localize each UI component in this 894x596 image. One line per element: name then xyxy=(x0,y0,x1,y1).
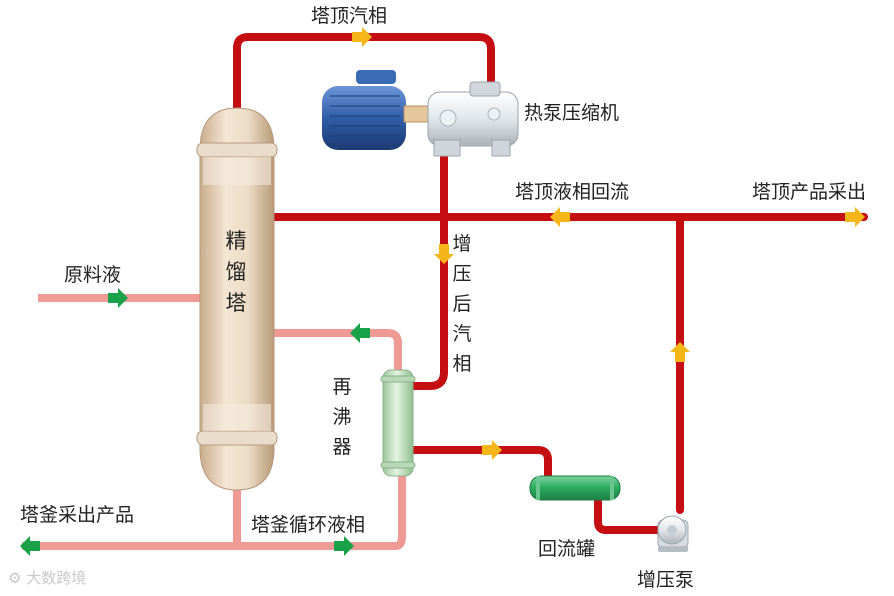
label-top-liquid-reflux: 塔顶液相回流 xyxy=(515,181,630,203)
pipe-reboiler-return xyxy=(272,329,402,372)
label-booster-pump: 增压泵 xyxy=(637,569,695,591)
arrow-left-icon xyxy=(550,207,570,227)
arrow-left-icon xyxy=(350,323,370,343)
watermark-logo-icon: ⚙ xyxy=(8,569,27,587)
label-reflux-tank: 回流罐 xyxy=(538,538,596,560)
label-bottom-recycle: 塔釜循环液相 xyxy=(251,514,366,536)
arrow-down-icon xyxy=(434,244,454,264)
pipe-tank-to-pump xyxy=(594,494,670,534)
arrow-right-icon xyxy=(845,207,865,227)
booster-pump xyxy=(657,515,689,552)
pipe-bottom-product xyxy=(22,476,406,550)
arrow-right-icon xyxy=(482,440,502,460)
arrow-right-icon xyxy=(352,27,372,47)
label-feed: 原料液 xyxy=(64,264,122,286)
arrow-left-icon xyxy=(20,536,40,556)
arrow-up-icon xyxy=(670,342,690,362)
reflux-tank xyxy=(529,475,621,501)
heat-pump-compressor xyxy=(322,70,519,157)
label-compressor: 热泵压缩机 xyxy=(524,102,620,124)
label-bottom-product: 塔釜采出产品 xyxy=(20,504,135,526)
watermark: ⚙ 大数跨境 xyxy=(8,569,87,587)
flow-arrows xyxy=(20,27,865,556)
pipe-reboiler-to-tank xyxy=(406,446,552,480)
label-top-vapor: 塔顶汽相 xyxy=(311,5,388,27)
label-compressed-vapor: 增 压 后 汽 相 xyxy=(452,233,472,375)
pipe-compressed-vapor xyxy=(406,151,448,390)
arrow-right-icon xyxy=(108,288,128,308)
reboiler xyxy=(380,369,416,477)
label-reboiler: 再 沸 器 xyxy=(332,376,352,458)
distillation-column xyxy=(196,107,278,491)
label-column: 精 馏 塔 xyxy=(225,229,247,315)
arrow-right-icon xyxy=(334,536,354,556)
label-top-product: 塔顶产品采出 xyxy=(752,181,867,203)
